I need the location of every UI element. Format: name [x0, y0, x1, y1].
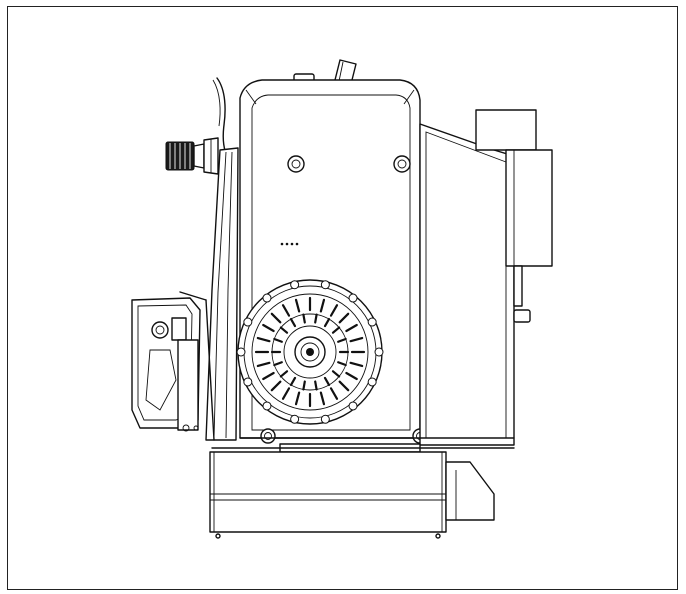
fan-rim-bump [290, 414, 300, 424]
fan-rim-bump [367, 377, 377, 387]
fan-slot [294, 391, 301, 406]
fan-slot [319, 391, 326, 406]
fan-rim-bump [367, 317, 377, 327]
fan-slot [270, 312, 282, 324]
fan-slot [349, 361, 364, 368]
fan-slot [281, 304, 291, 317]
oil-sump-icon [209, 451, 495, 539]
fan-slot [323, 376, 331, 387]
fan-rim-bump [262, 401, 272, 411]
fan-slot [345, 371, 358, 381]
fan-slot [273, 337, 283, 343]
fan-slot [338, 380, 350, 392]
fan-rim-bump [243, 377, 253, 387]
fan-slot [331, 370, 341, 378]
fan-slot [289, 376, 297, 387]
fan-slot [349, 336, 364, 343]
fan-rim-bump [243, 317, 253, 327]
fan-rim-bump [290, 280, 300, 290]
fan-rim-bump [320, 280, 330, 290]
fan-slot [314, 380, 318, 391]
fan-slot [323, 317, 331, 328]
fan-slot [314, 313, 318, 324]
fan-slot [279, 370, 289, 378]
fan-slot [281, 387, 291, 400]
fan-slot [302, 380, 306, 391]
fan-slot [294, 298, 301, 313]
fan-slot [270, 380, 282, 392]
fan-slot [289, 317, 297, 328]
fan-slot [302, 313, 306, 324]
fan-rim-bump [236, 347, 246, 357]
fan-slot [338, 312, 350, 324]
fan-slot [329, 387, 339, 400]
fan-slot [337, 337, 347, 343]
fan-slot [262, 323, 275, 333]
fan-rim-bump [348, 293, 358, 303]
fan-slot [331, 326, 341, 334]
control-box-icon [131, 291, 215, 441]
fan-slot [256, 336, 271, 343]
cooling-fan-icon [236, 279, 384, 425]
fan-slot [279, 326, 289, 334]
fan-slot [256, 361, 271, 368]
fan-slot [262, 371, 275, 381]
fan-slot [337, 361, 347, 367]
fan-slot [273, 361, 283, 367]
fan-rim-bump [374, 347, 384, 357]
fan-slot [329, 304, 339, 317]
fan-slot [319, 298, 326, 313]
fan-slot [345, 323, 358, 333]
air-filter-icon [475, 109, 553, 307]
fan-rim-bump [348, 401, 358, 411]
hose-fitting-icon [165, 137, 219, 175]
fan-rim-bump [320, 414, 330, 424]
fan-rim-bump [262, 293, 272, 303]
